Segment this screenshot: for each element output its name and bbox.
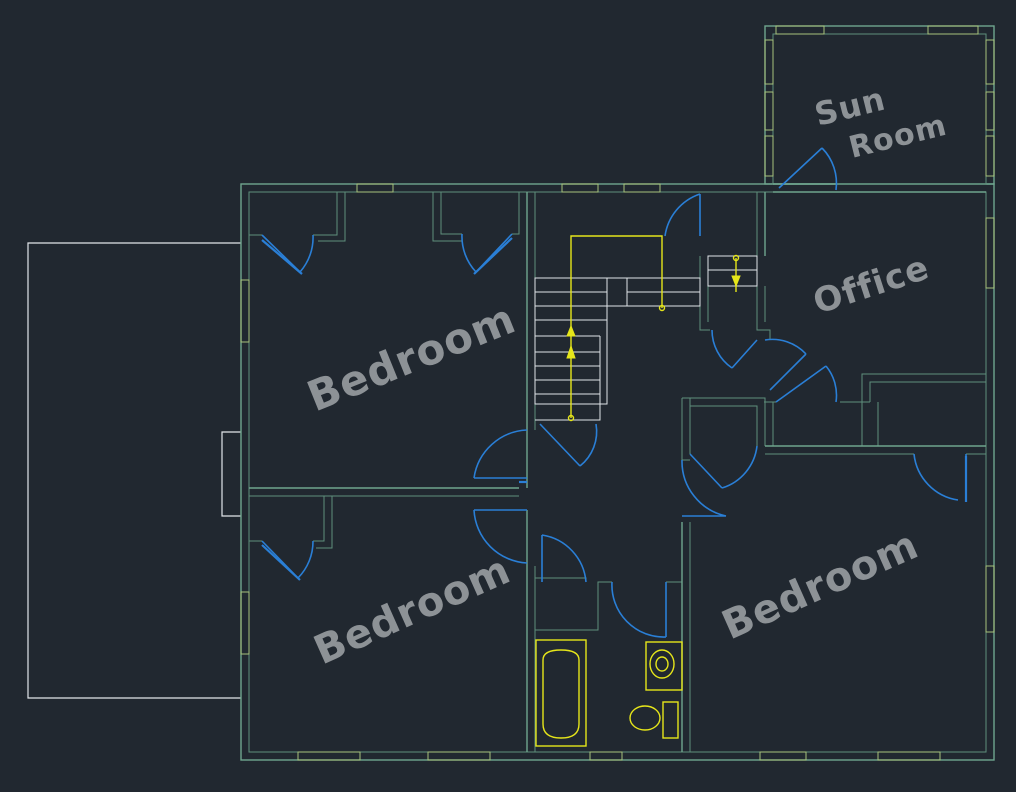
toilet-icon xyxy=(629,701,679,739)
door-arc-icon xyxy=(775,365,838,403)
room-label-bedroom-upper-left: Bedroom xyxy=(300,294,522,422)
bath-fixtures xyxy=(535,639,683,747)
door-arc-icon xyxy=(461,233,513,273)
door-arc-icon xyxy=(778,147,838,191)
bathtub-icon xyxy=(535,639,587,747)
door-arc-icon xyxy=(611,581,667,638)
sink-icon xyxy=(645,641,683,691)
staircase xyxy=(534,235,758,422)
door-arc-icon xyxy=(764,338,807,391)
room-label-office: Office xyxy=(808,248,934,323)
windows xyxy=(240,25,995,761)
room-label-bedroom-lower-right: Bedroom xyxy=(715,522,925,649)
room-labels: Bedroom Bedroom Bedroom Office Sun Room xyxy=(300,80,950,675)
door-arc-icon xyxy=(539,423,598,467)
room-label-bedroom-lower-left: Bedroom xyxy=(307,547,517,674)
door-arc-icon xyxy=(541,534,587,583)
door-arc-icon xyxy=(681,459,727,517)
door-arc-icon xyxy=(473,429,528,479)
door-arc-icon xyxy=(913,453,967,501)
door-arc-icon xyxy=(261,540,314,579)
door-arc-icon xyxy=(261,234,314,273)
door-swings xyxy=(261,147,968,638)
deck-outline xyxy=(27,242,241,699)
arrow-up-icon xyxy=(566,344,576,359)
door-arc-icon xyxy=(711,329,758,369)
interior-walls xyxy=(249,183,986,752)
door-arc-icon xyxy=(473,509,528,564)
door-arc-icon xyxy=(664,193,701,237)
door-arc-icon xyxy=(689,445,758,489)
